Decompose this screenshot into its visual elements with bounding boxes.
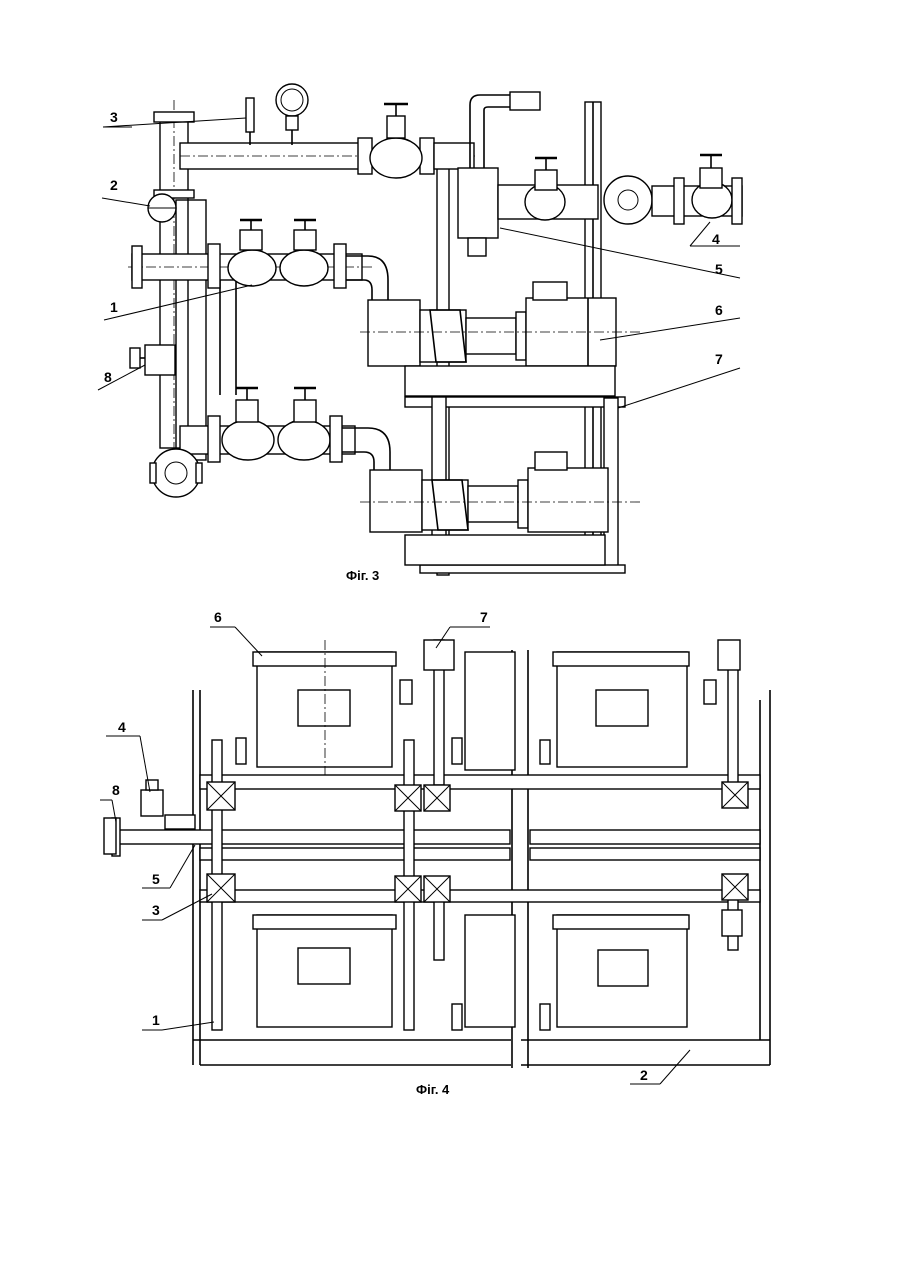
figure-4: 6 7 4 8 5 3 1 2 Фіг. 4 bbox=[100, 609, 770, 1097]
fig4-callout-7: 7 bbox=[480, 609, 488, 625]
fig3-callout-6: 6 bbox=[715, 302, 723, 318]
fig3-callout-2: 2 bbox=[110, 177, 118, 193]
inlet-flange bbox=[150, 449, 202, 497]
fig4-callout-2: 2 bbox=[640, 1067, 648, 1083]
figure-3: 3 2 1 8 4 5 6 7 Фіг. 3 bbox=[98, 84, 742, 583]
fig3-callout-3: 3 bbox=[110, 109, 118, 125]
upper-pump-motor-6 bbox=[360, 282, 640, 396]
fig3-callout-8: 8 bbox=[104, 369, 112, 385]
motor-bottom-right bbox=[553, 915, 689, 1027]
fig4-callout-3: 3 bbox=[152, 902, 160, 918]
top-manifold bbox=[180, 84, 475, 178]
motor-top-left bbox=[253, 640, 396, 780]
fig4-callout-4: 4 bbox=[118, 719, 126, 735]
motor-top-right bbox=[553, 652, 689, 767]
figure-4-caption: Фіг. 4 bbox=[416, 1082, 450, 1097]
figure-3-caption: Фіг. 3 bbox=[346, 568, 379, 583]
filter-2 bbox=[148, 194, 176, 222]
fig3-callout-5: 5 bbox=[715, 261, 723, 277]
motor-bottom-left bbox=[253, 915, 396, 1027]
fig4-callout-1: 1 bbox=[152, 1012, 160, 1028]
lower-pump-line bbox=[180, 388, 390, 470]
fig3-callout-4: 4 bbox=[712, 231, 720, 247]
fig4-callout-6: 6 bbox=[214, 609, 222, 625]
fig4-callout-8: 8 bbox=[112, 782, 120, 798]
lower-pump-motor bbox=[360, 452, 640, 565]
fig3-callout-1: 1 bbox=[110, 299, 118, 315]
valve-8 bbox=[130, 345, 175, 375]
fig4-callout-5: 5 bbox=[152, 871, 160, 887]
fig3-callout-7: 7 bbox=[715, 351, 723, 367]
